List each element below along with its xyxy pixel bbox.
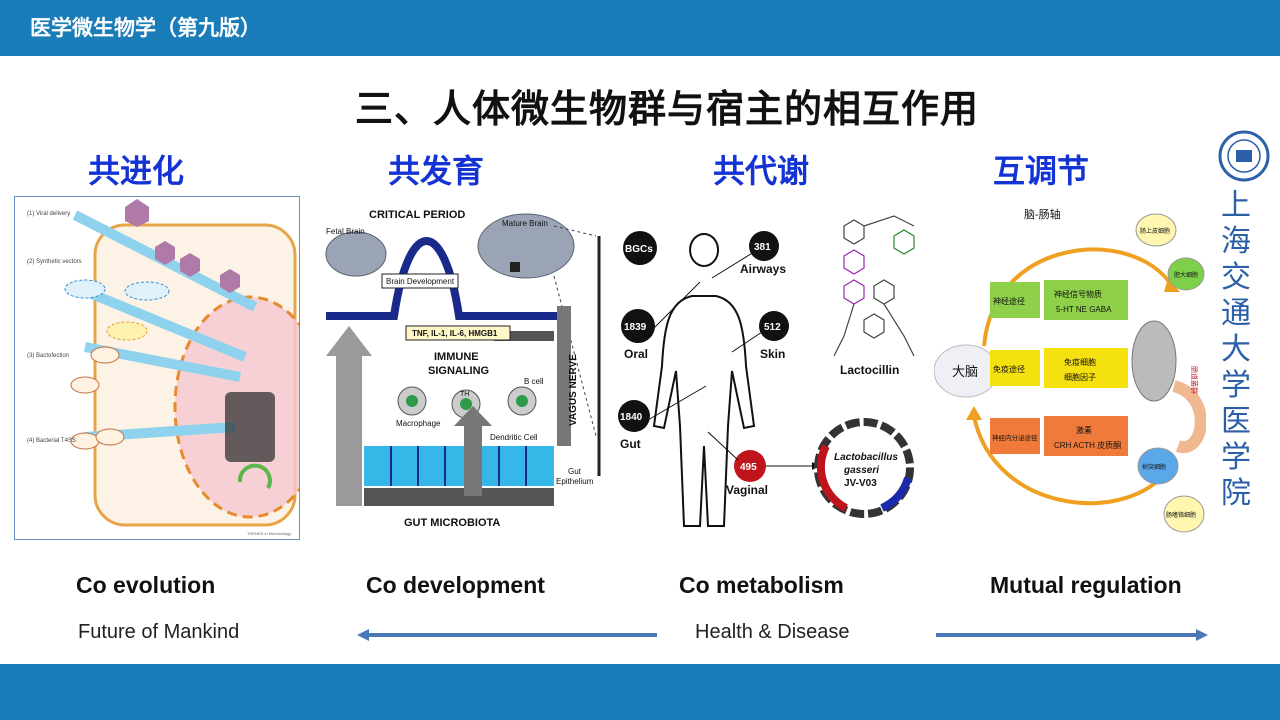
fig4-flora: 肠道菌群: [1190, 366, 1199, 394]
fig3-lactocillin: Lactocillin: [840, 363, 899, 377]
arrow-left: [357, 629, 657, 641]
fig4-bubble-dendritic: 树突细胞: [1142, 463, 1166, 471]
heading-co-development: 共发育: [388, 152, 485, 190]
fig4-bubble-mast: 肥大细胞: [1174, 271, 1198, 279]
fig1-label-viral: (1) Viral delivery: [27, 211, 70, 217]
arrow-right: [936, 629, 1208, 641]
fig2-vagus: VAGUS NERVE: [568, 354, 579, 426]
heading-co-evolution: 共进化: [88, 152, 185, 190]
fig1-footer: TRENDS in Microbiology: [247, 531, 291, 536]
fig4-brain: 大脑: [952, 364, 978, 379]
fig2-signaling: SIGNALING: [428, 365, 489, 377]
fig4-path-endocrine: 神经内分泌途径: [992, 433, 1038, 442]
course-title: 医学微生物学（第九版）: [30, 16, 261, 40]
bottom-bar: [0, 664, 1280, 720]
label-health-disease: Health & Disease: [695, 621, 850, 643]
fig3-vaginal: Vaginal: [726, 483, 768, 497]
fig4-axis: 脑-肠轴: [1024, 207, 1061, 221]
fig2-macrophage: Macrophage: [396, 419, 441, 428]
fig4-bubble-enterochromaffin: 肠嗜铬细胞: [1166, 511, 1196, 519]
fig3-airways: Airways: [740, 262, 786, 276]
fig2-dendritic: Dendritic Cell: [490, 433, 538, 442]
fig3-plasmid-line2: gasseri: [843, 465, 879, 476]
fig3-plasmid-line3: JV-V03: [844, 478, 877, 489]
fig4-path-neural: 神经途径: [993, 296, 1025, 306]
fig1-label-bactofection: (3) Bactofection: [27, 353, 69, 359]
fig2-cytokines: TNF, IL-1, IL-6, HMGB1: [412, 329, 498, 338]
label-future-of-mankind: Future of Mankind: [78, 621, 240, 643]
fig3-skin-count: 512: [764, 322, 781, 333]
fig3-oral: Oral: [624, 347, 648, 361]
fig1-label-synthetic: (2) Synthetic vectors: [27, 259, 82, 265]
label-mutual-regulation: Mutual regulation: [990, 572, 1182, 598]
fig3-vaginal-count: 495: [740, 462, 757, 473]
figure-co-metabolism: BGCs 381 Airways 1839 Oral 512 Skin 1840…: [614, 196, 930, 538]
fig2-th: TH: [460, 391, 469, 398]
fig3-bgcs: BGCs: [625, 244, 653, 255]
fig3-plasmid-line1: Lactobacillus: [834, 452, 898, 463]
slide-title: 三、人体微生物群与宿主的相互作用: [355, 87, 980, 131]
fig2-bcell: B cell: [524, 377, 544, 386]
fig4-box3-line1: 激素: [1076, 425, 1092, 435]
heading-co-metabolism: 共代谢: [713, 152, 810, 190]
fig3-oral-count: 1839: [624, 322, 647, 333]
fig2-immune: IMMUNE: [434, 351, 479, 363]
fig3-skin: Skin: [760, 347, 785, 361]
figure-mutual-regulation: 脑-肠轴 大脑 神经途径 免疫途径 神经内分泌途径 神经信号物质 5-HT NE…: [933, 196, 1207, 538]
label-co-metabolism: Co metabolism: [679, 572, 844, 598]
figure-co-evolution: (1) Viral delivery (2) Synthetic vectors…: [14, 196, 327, 540]
figure-co-development: CRITICAL PERIOD Fetal Brain Mature Brain…: [314, 196, 610, 538]
university-name-vertical: 上海交通大学医学院: [1221, 188, 1251, 511]
university-logo: [1208, 130, 1278, 500]
fig4-box1-line2: 5-HT NE GABA: [1056, 305, 1112, 314]
fig2-gut-microbiota: GUT MICROBIOTA: [404, 517, 500, 529]
fig2-mature-brain: Mature Brain: [502, 219, 548, 228]
fig3-gut-count: 1840: [620, 412, 643, 423]
fig4-box2-line1: 免疫细胞: [1064, 357, 1096, 367]
label-co-development: Co development: [366, 572, 545, 598]
fig2-brain-development: Brain Development: [386, 277, 455, 286]
fig2-gut: Gut: [568, 467, 582, 476]
fig4-bubble-epithelial: 肠上皮细胞: [1140, 227, 1170, 235]
fig2-fetal-brain: Fetal Brain: [326, 227, 365, 236]
top-bar: 医学微生物学（第九版）: [0, 0, 1280, 56]
label-co-evolution: Co evolution: [76, 572, 216, 598]
fig4-path-immune: 免疫途径: [993, 364, 1025, 374]
fig4-box3-line2: CRH ACTH 皮质酮: [1054, 440, 1121, 450]
fig4-box2-line2: 细胞因子: [1064, 372, 1096, 382]
fig2-epithelium: Epithelium: [556, 477, 594, 486]
fig2-critical-period: CRITICAL PERIOD: [369, 209, 465, 221]
fig4-box1-line1: 神经信号物质: [1054, 289, 1102, 299]
fig3-airways-count: 381: [754, 242, 771, 253]
fig1-label-t4ss: (4) Bacterial T4SS: [27, 438, 76, 444]
heading-mutual-regulation: 互调节: [993, 152, 1090, 190]
fig3-gut: Gut: [620, 437, 641, 451]
